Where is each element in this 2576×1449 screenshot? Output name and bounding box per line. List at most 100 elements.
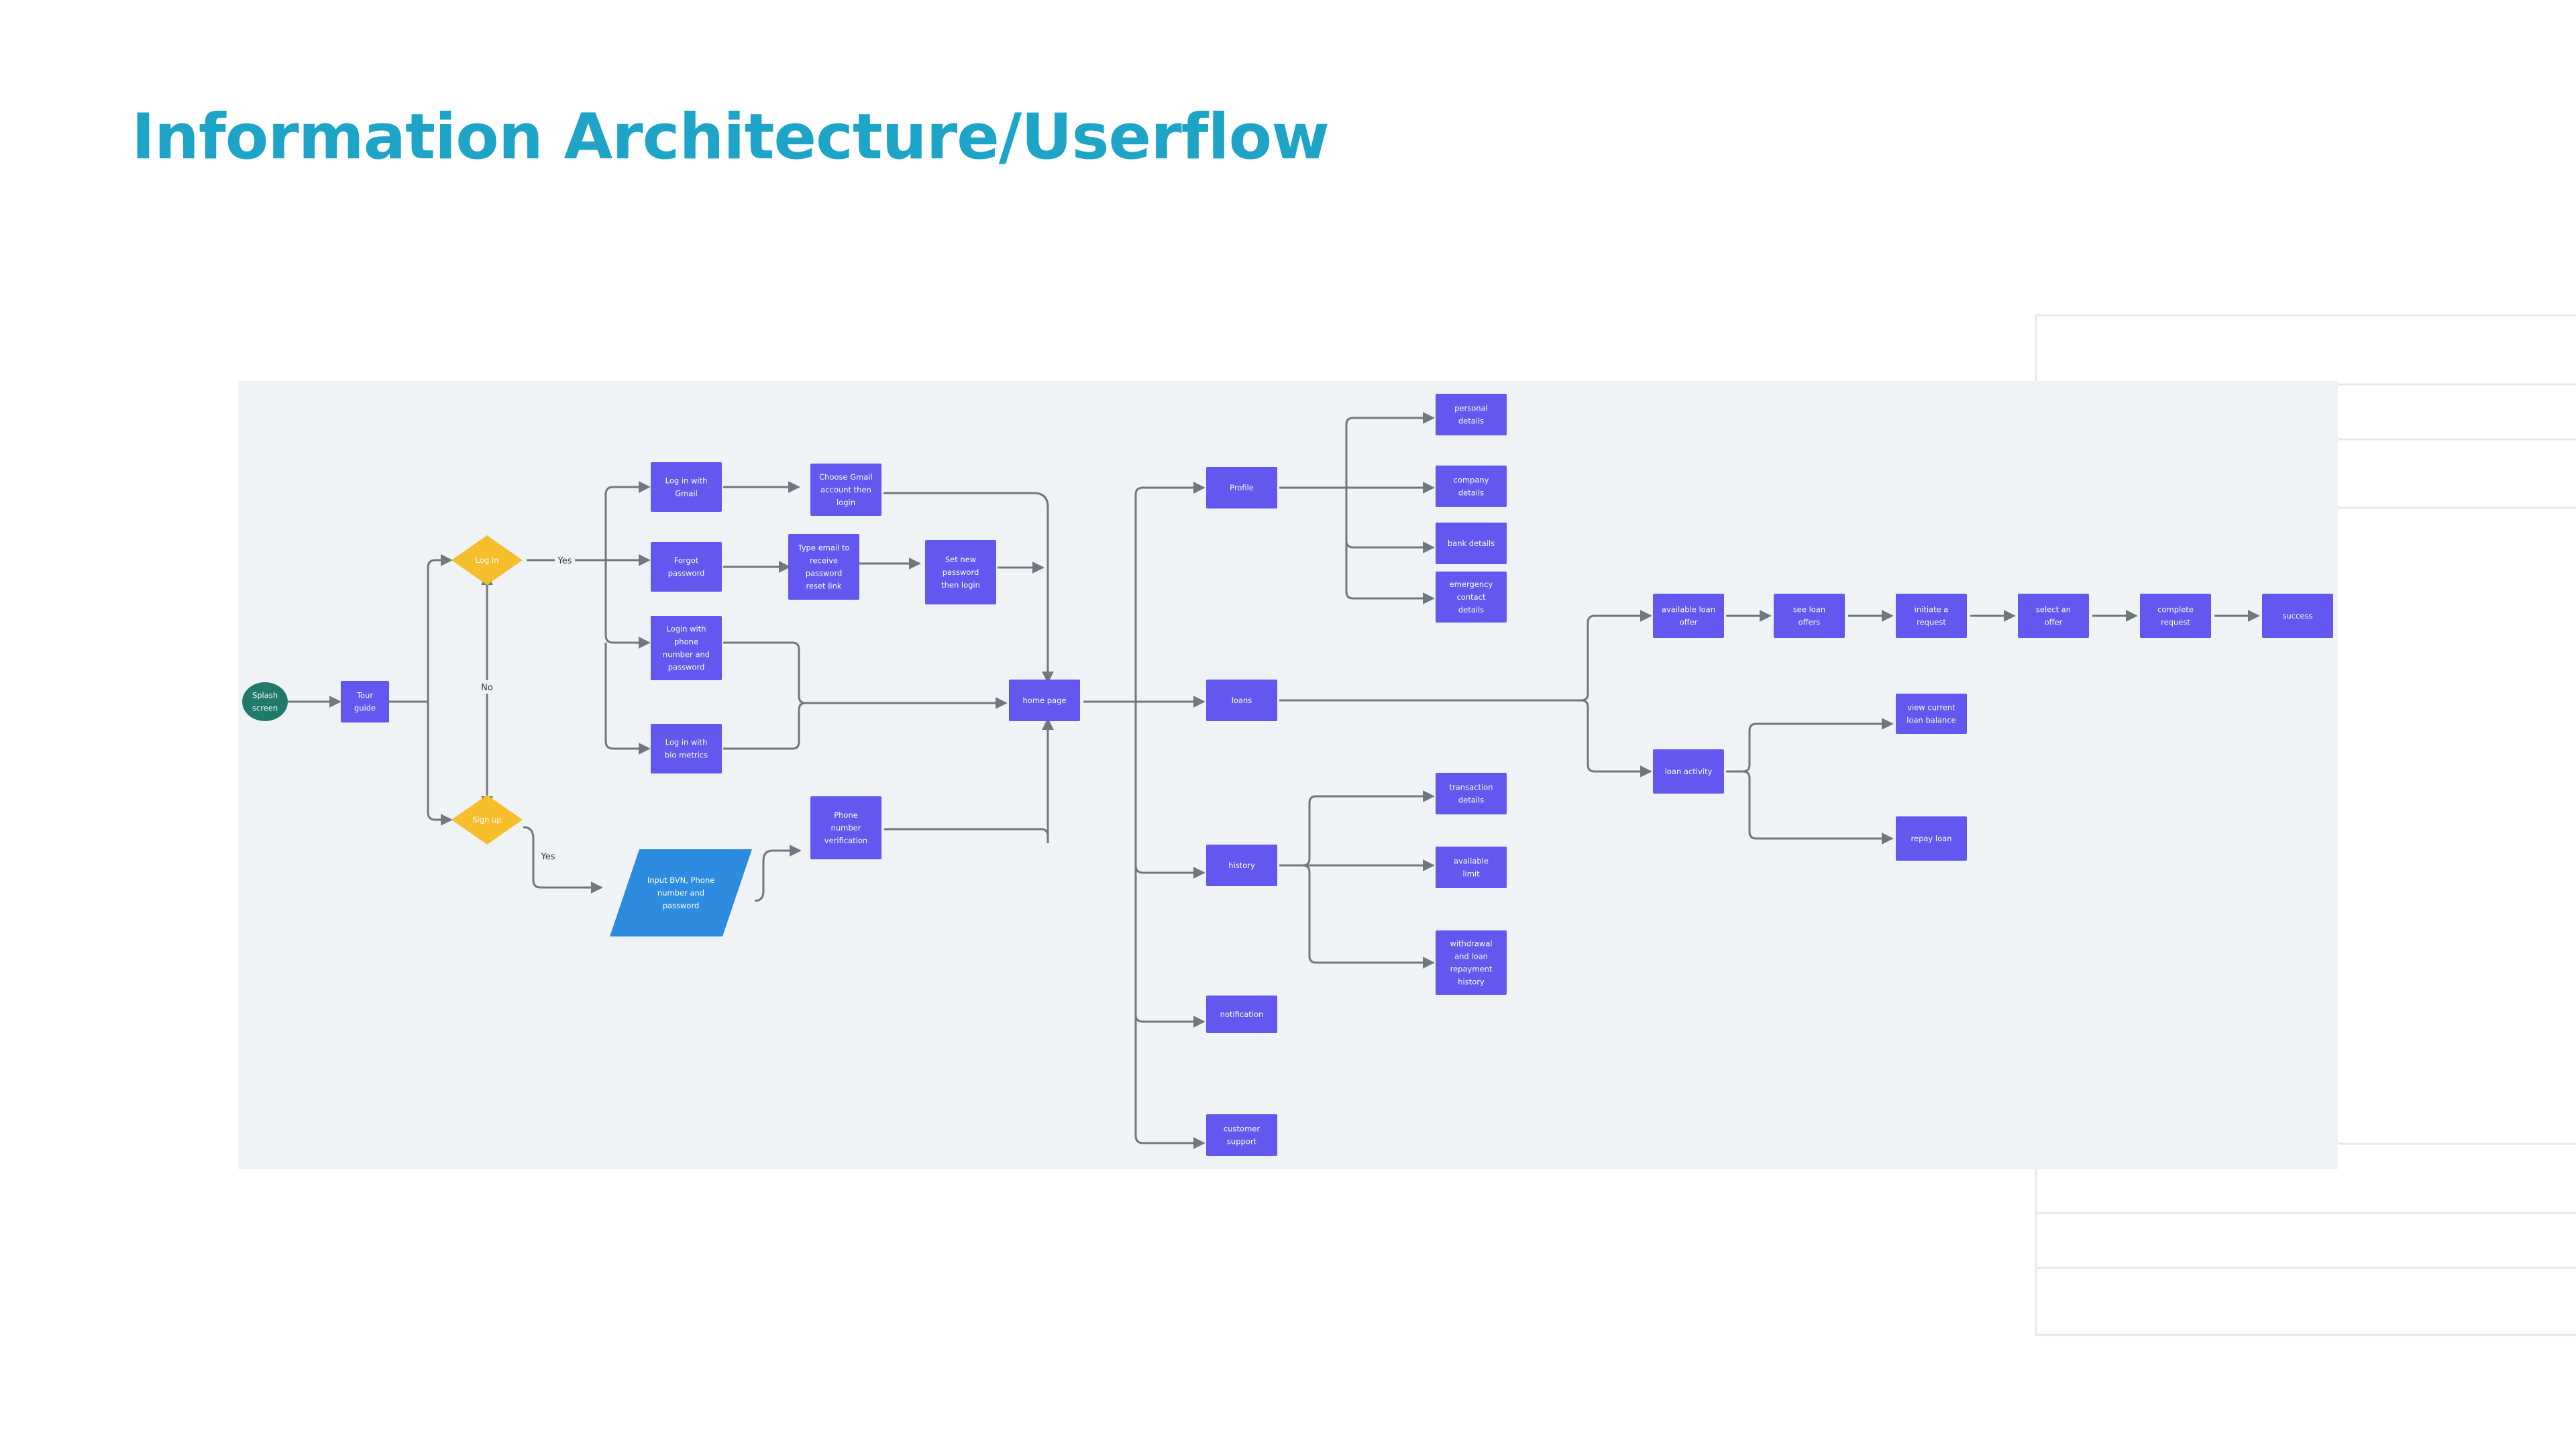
node-availoffer[interactable]: available loan offer bbox=[1653, 594, 1724, 638]
node-history[interactable]: history bbox=[1206, 845, 1277, 886]
node-label: Splash bbox=[252, 691, 278, 700]
node-label: loans bbox=[1232, 696, 1252, 705]
node-shape bbox=[1436, 523, 1507, 564]
node-shape bbox=[1206, 467, 1277, 508]
node-shape bbox=[651, 724, 722, 773]
node-label: home page bbox=[1023, 696, 1067, 705]
node-shape bbox=[610, 849, 752, 936]
node-shape bbox=[810, 796, 881, 859]
node-login[interactable]: Log in bbox=[451, 535, 523, 585]
node-shape bbox=[1896, 594, 1967, 638]
node-label: verification bbox=[824, 836, 867, 845]
node-shape bbox=[1206, 996, 1277, 1033]
node-label: support bbox=[1227, 1137, 1257, 1146]
node-shape bbox=[1436, 930, 1507, 995]
node-label: notification bbox=[1220, 1010, 1264, 1019]
node-shape bbox=[451, 535, 523, 585]
node-label: Profile bbox=[1230, 483, 1254, 492]
node-label: history bbox=[1458, 977, 1485, 987]
edge-label-no: No bbox=[478, 680, 496, 694]
node-label: Login with bbox=[666, 625, 706, 634]
node-label: details bbox=[1458, 796, 1484, 805]
node-label: password bbox=[668, 663, 705, 672]
node-splash[interactable]: Splash screen bbox=[242, 682, 288, 721]
node-tour[interactable]: Tour guide bbox=[341, 681, 389, 722]
node-label: password bbox=[943, 568, 979, 577]
node-shape bbox=[1436, 572, 1507, 623]
node-profile[interactable]: Profile bbox=[1206, 467, 1277, 508]
node-viewbalance[interactable]: view current loan balance bbox=[1896, 694, 1967, 734]
node-label: select an bbox=[2036, 605, 2071, 614]
node-notification[interactable]: notification bbox=[1206, 996, 1277, 1033]
node-shape bbox=[2018, 594, 2089, 638]
node-label: password bbox=[663, 901, 700, 910]
node-label: emergency bbox=[1450, 580, 1493, 589]
node-shape bbox=[1436, 466, 1507, 507]
node-label: view current bbox=[1907, 703, 1955, 712]
node-home[interactable]: home page bbox=[1009, 680, 1080, 721]
node-label: loan activity bbox=[1665, 767, 1713, 776]
svg-text:Yes: Yes bbox=[557, 556, 572, 566]
node-shape bbox=[651, 542, 722, 592]
node-success[interactable]: success bbox=[2262, 594, 2333, 638]
node-label: Tour bbox=[356, 691, 373, 700]
node-label: password bbox=[806, 569, 843, 578]
node-label: reset link bbox=[806, 582, 841, 591]
flow-connectors bbox=[288, 412, 2260, 1149]
node-label: Log in with bbox=[665, 476, 708, 486]
node-shape bbox=[1896, 694, 1967, 734]
node-label: limit bbox=[1462, 869, 1480, 879]
node-repay[interactable]: repay loan bbox=[1896, 816, 1967, 861]
node-transaction[interactable]: transaction details bbox=[1436, 773, 1507, 814]
node-label: see loan bbox=[1793, 605, 1825, 614]
node-label: details bbox=[1458, 488, 1484, 498]
node-shape bbox=[1436, 847, 1507, 888]
node-shape bbox=[651, 462, 722, 512]
node-shape bbox=[1206, 1114, 1277, 1156]
node-bank[interactable]: bank details bbox=[1436, 523, 1507, 564]
node-shape bbox=[925, 540, 996, 604]
svg-text:No: No bbox=[481, 683, 493, 693]
node-shape bbox=[1896, 816, 1967, 861]
node-signup[interactable]: Sign up bbox=[451, 795, 523, 845]
node-shape bbox=[810, 464, 881, 516]
node-loans[interactable]: loans bbox=[1206, 680, 1277, 721]
node-label: guide bbox=[354, 704, 376, 713]
node-label: transaction bbox=[1450, 783, 1493, 792]
node-label: Choose Gmail bbox=[819, 472, 873, 482]
node-loanactivity[interactable]: loan activity bbox=[1653, 749, 1724, 794]
node-label: available loan bbox=[1662, 605, 1715, 614]
node-shape bbox=[1206, 845, 1277, 886]
node-label: receive bbox=[810, 556, 838, 566]
node-label: screen bbox=[252, 704, 278, 713]
node-label: Sign up bbox=[472, 815, 501, 824]
node-label: withdrawal bbox=[1450, 939, 1492, 949]
node-label: password bbox=[668, 569, 705, 578]
node-label: loan balance bbox=[1907, 716, 1956, 725]
node-label: offer bbox=[1680, 618, 1698, 627]
node-label: Input BVN, Phone bbox=[647, 875, 714, 885]
node-label: Phone bbox=[834, 810, 858, 820]
node-shape bbox=[242, 682, 288, 721]
node-label: success bbox=[2283, 611, 2313, 621]
